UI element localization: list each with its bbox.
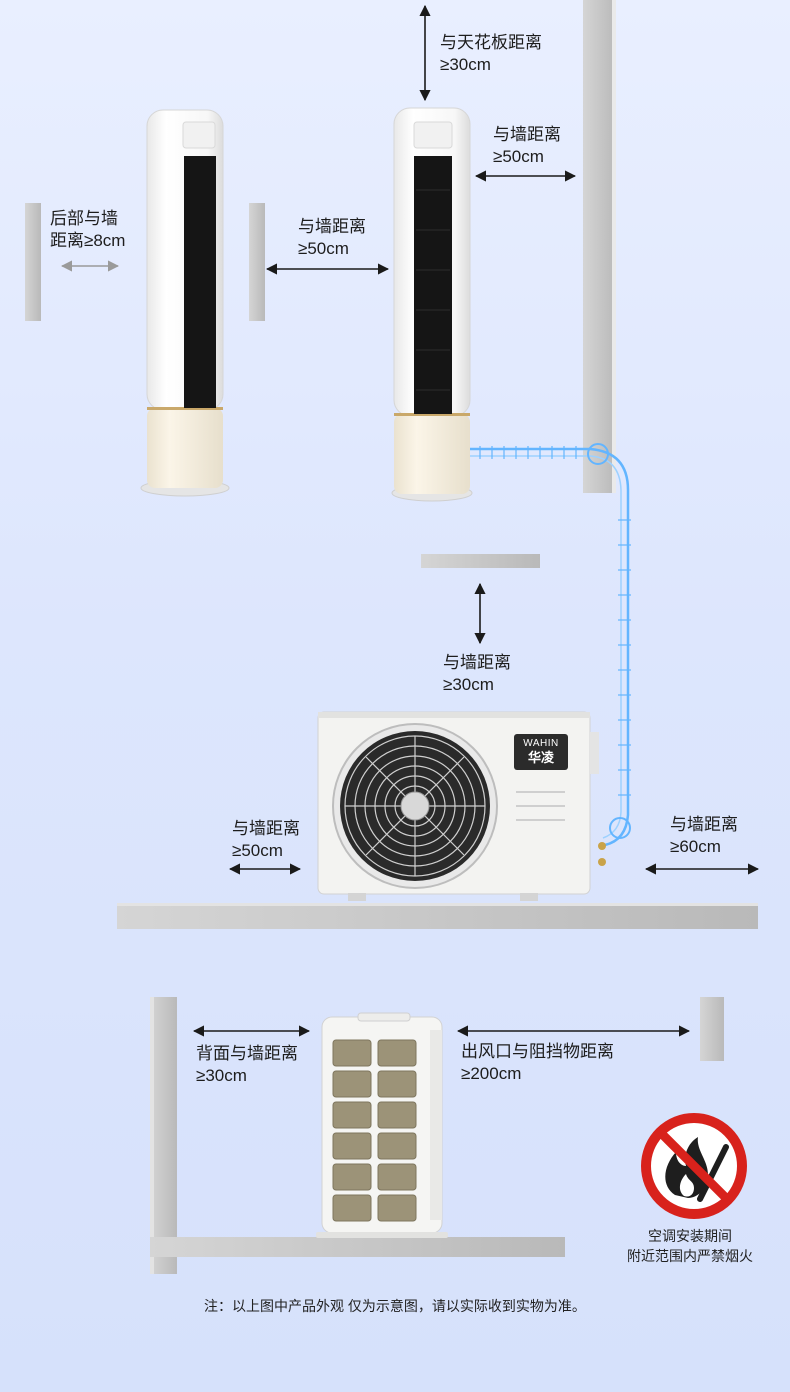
outdoor-outlet-distance-label: 出风口与阻挡物距离≥200cm	[461, 1042, 614, 1083]
rear-distance-label: 后部与墙距离≥8cm	[50, 209, 126, 250]
ground-slab	[117, 903, 758, 929]
indoor-unit-left	[140, 109, 230, 497]
back-wall	[150, 997, 177, 1274]
outdoor-left-distance-label: 与墙距离≥50cm	[232, 819, 300, 860]
rear-wall-left	[25, 203, 41, 321]
ceiling-distance-label: 与天花板距离≥30cm	[440, 33, 542, 74]
outdoor-right-distance-label: 与墙距离≥60cm	[670, 815, 738, 856]
outdoor-unit-side	[316, 1012, 448, 1238]
outdoor-unit-front	[317, 711, 606, 901]
overhead-wall	[421, 554, 540, 568]
brand-logo-cn: 华凌	[527, 750, 554, 765]
side-distance-label-left: 与墙距离≥50cm	[298, 217, 366, 258]
no-fire-icon	[641, 1113, 747, 1219]
refrigerant-pipe	[470, 447, 630, 847]
brand-logo: WAHIN 华凌	[514, 734, 568, 770]
side-distance-label-right: 与墙距离≥50cm	[493, 125, 561, 166]
rear-wall-middle	[249, 203, 265, 321]
floor	[150, 1237, 565, 1257]
footnote: 注：以上图中产品外观 仅为示意图，请以实际收到实物为准。	[204, 1298, 586, 1314]
outdoor-top-distance-label: 与墙距离≥30cm	[443, 653, 511, 694]
warning-caption: 空调安装期间附近范围内严禁烟火	[627, 1228, 753, 1264]
indoor-unit-right	[391, 107, 473, 502]
obstacle-wall	[700, 997, 724, 1061]
brand-logo-en: WAHIN	[523, 738, 559, 749]
outdoor-back-distance-label: 背面与墙距离≥30cm	[196, 1044, 298, 1085]
right-wall	[583, 0, 616, 493]
